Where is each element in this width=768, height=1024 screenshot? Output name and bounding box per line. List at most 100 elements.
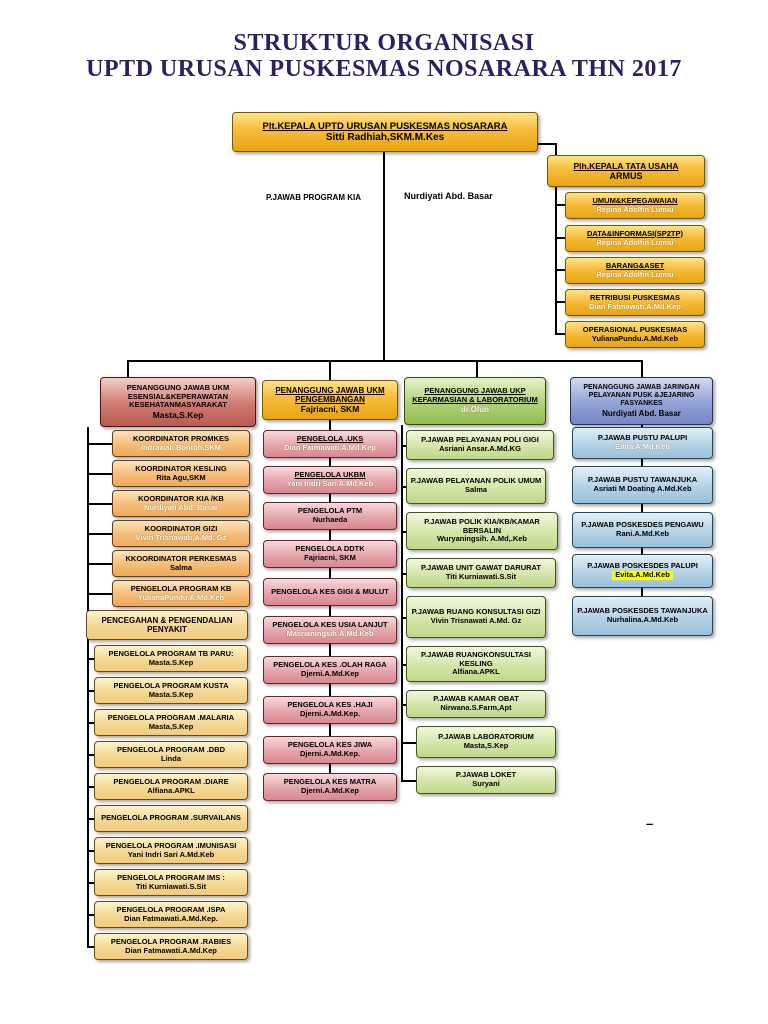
box-title: KOORDINATOR KESLING bbox=[135, 463, 227, 473]
connector-line bbox=[401, 573, 406, 575]
box-title: Plh.KEPALA TATA USAHA bbox=[573, 160, 679, 171]
box-title: P.JAWAB LOKET bbox=[455, 770, 517, 780]
box-name: Nurdiyati Abd. Basar bbox=[144, 502, 218, 512]
box-name: Nurhalina.A.Md.Keb bbox=[606, 615, 679, 624]
box-title: P.JAWAB POSKESDES TAWANJUKA bbox=[577, 606, 708, 616]
connector-line bbox=[87, 786, 94, 788]
kia-program-label: P.JAWAB PROGRAM KIA bbox=[266, 193, 361, 202]
box-operasional-puskesmas: OPERASIONAL PUSKESMAS YulianaPundu.A.Md.… bbox=[565, 321, 705, 348]
header-ukm-esensial: PENANGGUNG JAWAB UKM ESENSIAL&KEPERAWATA… bbox=[100, 377, 256, 427]
box-name: Masta.S.Kep bbox=[148, 657, 194, 667]
box-title: PENGELOLA DDTK bbox=[295, 544, 365, 554]
box-title: PENGELOLA UKBM bbox=[294, 470, 366, 480]
box-name: Rani.A.Md.Keb bbox=[616, 529, 669, 538]
box-name: Masta,S.Kep bbox=[463, 741, 509, 750]
connector-line bbox=[555, 187, 557, 335]
box-title: BARANG&ASET bbox=[605, 260, 665, 270]
box-pengelola-program-kb: PENGELOLA PROGRAM KB YulianaPundu.A.Md.K… bbox=[112, 580, 250, 607]
connector-line bbox=[401, 704, 406, 706]
box-name: Salma bbox=[464, 485, 488, 494]
connector-line bbox=[401, 486, 406, 488]
box-title: PENGELOLA KES USIA LANJUT bbox=[272, 620, 388, 630]
box-title: OPERASIONAL PUSKESMAS bbox=[582, 324, 688, 334]
box-kepala-tata-usaha: Plh.KEPALA TATA USAHA ARMUS bbox=[547, 155, 705, 187]
box-pjawab-loket: P.JAWAB LOKET Suryani bbox=[416, 766, 556, 794]
box-program-kusta: PENGELOLA PROGRAM KUSTA Masta.S.Kep bbox=[94, 677, 248, 704]
box-umum-kepegawaian: UMUM&KEPEGAWAIAN Repina Adolfin Lumiu bbox=[565, 192, 705, 219]
box-title: PENGELOLA KES .OLAH RAGA bbox=[273, 660, 387, 670]
connector-line bbox=[329, 684, 331, 696]
box-title: P.JAWAB POSKESDES PENGAWU bbox=[581, 520, 704, 530]
box-title: PENGELOLA PROGRAM .RABIES bbox=[110, 936, 232, 946]
connector-line bbox=[641, 588, 643, 596]
connector-line bbox=[87, 722, 94, 724]
box-pencegahan-pengendalian-penyakit: PENCEGAHAN & PENGENDALIAN PENYAKIT bbox=[86, 610, 248, 640]
box-name: Djerni.A.Md.Kep bbox=[301, 669, 359, 678]
box-name: YulianaPundu.A.Md.Keb bbox=[591, 333, 679, 343]
box-title: PENANGGUNG JAWAB UKM ESENSIAL&KEPERAWATA… bbox=[126, 382, 230, 410]
connector-line bbox=[87, 443, 112, 445]
box-program-ims: PENGELOLA PROGRAM IMS : Titi Kurniawati.… bbox=[94, 869, 248, 896]
box-title: PENGELOLA PROGRAM .MALARIA bbox=[107, 712, 235, 722]
box-title: PENGELOLA KES GIGI & MULUT bbox=[271, 586, 389, 596]
box-koordinator-kesling: KOORDINATOR KESLING Rita Agu,SKM bbox=[112, 460, 250, 487]
box-title: P.JAWAB POLIK KIA/KB/KAMAR BERSALIN bbox=[424, 516, 540, 535]
connector-line bbox=[87, 473, 112, 475]
box-title: P.JAWAB PELAYANAN POLIK UMUM bbox=[410, 476, 542, 486]
box-name: Salma bbox=[169, 562, 193, 572]
box-pjawab-ugd: P.JAWAB UNIT GAWAT DARURAT Titi Kurniawa… bbox=[406, 558, 556, 588]
box-barang-aset: BARANG&ASET Repina Adolfin Lumiu bbox=[565, 257, 705, 284]
box-name: Alfiana.APKL bbox=[452, 667, 500, 677]
connector-line bbox=[87, 658, 94, 660]
box-name: Alfiana.APKL bbox=[147, 785, 195, 795]
box-program-diare: PENGELOLA PROGRAM .DIARE Alfiana.APKL bbox=[94, 773, 248, 800]
box-name: Djerni.A.Md.Kep bbox=[301, 786, 359, 795]
box-name: Nurdiyati Abd. Basar bbox=[602, 408, 681, 418]
stray-dash: – bbox=[646, 816, 654, 831]
box-program-imunisasi: PENGELOLA PROGRAM .IMUNISASI Yani Indri … bbox=[94, 837, 248, 864]
box-title: P.JAWAB PUSTU TAWANJUKA bbox=[587, 475, 698, 485]
connector-line bbox=[87, 818, 94, 820]
box-pengelola-kes-matra: PENGELOLA KES MATRA Djerni.A.Md.Kep bbox=[263, 773, 397, 801]
connector-line bbox=[329, 458, 331, 466]
box-title: P.JAWAB LABORATORIUM bbox=[438, 732, 534, 742]
box-name: Asriati M Doating A.Md.Keb bbox=[593, 484, 692, 493]
box-program-ispa: PENGELOLA PROGRAM .ISPA Dian Fatmawati.A… bbox=[94, 901, 248, 928]
connector-line bbox=[87, 946, 94, 948]
page-title-line2: UPTD URUSAN PUSKESMAS NOSARARA THN 2017 bbox=[86, 56, 682, 83]
box-pengelola-uks: PENGELOLA .UKS Dian Fatmawati.A.Md.Kep bbox=[263, 430, 397, 458]
box-pjawab-polik-umum: P.JAWAB PELAYANAN POLIK UMUM Salma bbox=[406, 468, 546, 504]
page-title: STRUKTUR ORGANISASI UPTD URUSAN PUSKESMA… bbox=[0, 30, 768, 83]
connector-line bbox=[329, 606, 331, 616]
box-name: Dian Fatmawati.A.Md.Kep. bbox=[124, 913, 218, 923]
box-name: Dian Fatmawati.A.Md.Kep bbox=[125, 945, 217, 955]
box-name: Fajriacni, SKM bbox=[300, 404, 360, 415]
box-pjawab-konsultasi-gizi: P.JAWAB RUANG KONSULTASI GIZI Vivin Tris… bbox=[406, 596, 546, 638]
box-name-highlighted: Evita.A.Md.Keb bbox=[612, 570, 673, 580]
box-pengelola-kes-haji: PENGELOLA KES .HAJI Djerni.A.Md.Kep. bbox=[263, 696, 397, 724]
connector-line bbox=[401, 445, 406, 447]
box-title: PENGELOLA PROGRAM IMS : bbox=[117, 872, 225, 882]
box-title: PENGELOLA PTM bbox=[297, 506, 363, 516]
box-poskesdes-tawanjuka: P.JAWAB POSKESDES TAWANJUKA Nurhalina.A.… bbox=[572, 596, 713, 636]
box-title: KOORDINATOR GIZI bbox=[144, 523, 218, 533]
box-name: Titi Kurniawati.S.Sit bbox=[445, 572, 517, 581]
header-ukm-pengembangan: PENANGGUNG JAWAB UKM PENGEMBANGAN Fajria… bbox=[262, 380, 398, 420]
box-title: P.JAWAB PUSTU PALUPI bbox=[597, 433, 688, 443]
connector-line bbox=[329, 568, 331, 578]
box-name: Repina Adolfin Lumiu bbox=[596, 269, 674, 279]
connector-line bbox=[329, 420, 331, 430]
box-pjawab-kia-kb-kamar-bersalin: P.JAWAB POLIK KIA/KB/KAMAR BERSALIN Wury… bbox=[406, 512, 558, 550]
connector-line bbox=[641, 548, 643, 554]
connector-line bbox=[127, 360, 643, 362]
box-title: PENANGGUNG JAWAB UKP KEFARMASIAN & LABOR… bbox=[412, 386, 538, 405]
page-title-line1: STRUKTUR ORGANISASI bbox=[233, 30, 535, 56]
box-title: PENANGGUNG JAWAB JARINGAN PELAYANAN PUSK… bbox=[583, 383, 700, 408]
box-pustu-tawanjuka: P.JAWAB PUSTU TAWANJUKA Asriati M Doatin… bbox=[572, 466, 713, 504]
box-title: PENGELOLA PROGRAM .DBD bbox=[116, 744, 226, 754]
box-pustu-palupi: P.JAWAB PUSTU PALUPI Evita.A.Md.Keb bbox=[572, 427, 713, 459]
box-pengelola-kes-usia-lanjut: PENGELOLA KES USIA LANJUT Masrianingsih.… bbox=[263, 616, 397, 644]
connector-line bbox=[87, 533, 112, 535]
connector-line bbox=[87, 850, 94, 852]
box-name: Djerni.A.Md.Kep. bbox=[299, 709, 360, 718]
